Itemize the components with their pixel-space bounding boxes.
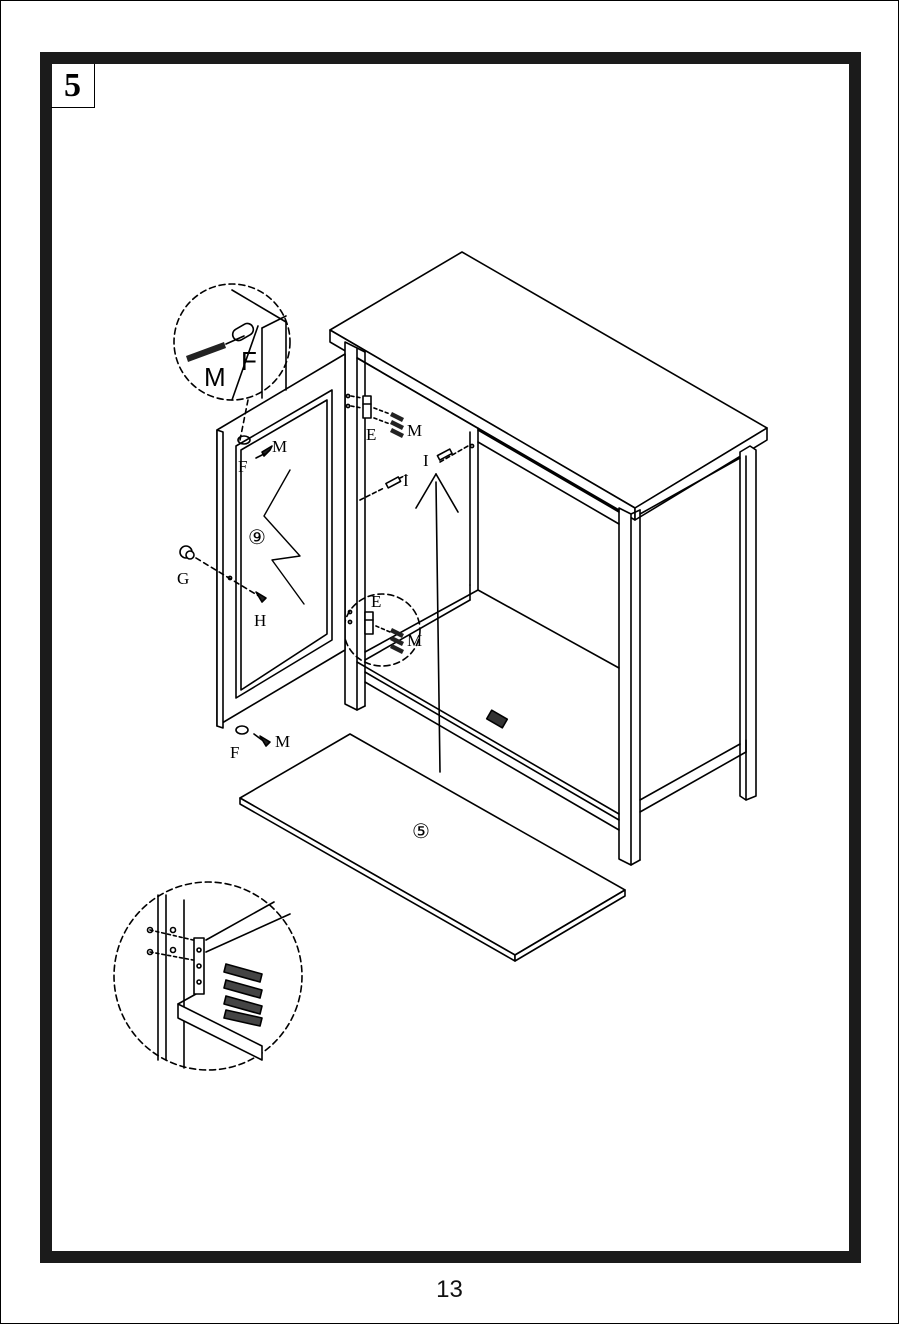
label-hinge-top: E [366, 425, 376, 444]
label-screw-detail: M [204, 362, 226, 392]
label-bracket-door-top: F [238, 457, 247, 476]
label-hinge-bottom: E [371, 592, 381, 611]
label-bracket-detail: F [241, 346, 257, 376]
label-knob-screw: H [254, 611, 266, 630]
label-knob: G [177, 569, 189, 588]
label-screw-door-bottom: M [275, 732, 290, 751]
label-dowel-right: I [423, 451, 429, 470]
label-screw-door-top: M [272, 437, 287, 456]
label-bracket-door-bottom: F [230, 743, 239, 762]
label-dowel-left: I [403, 471, 409, 490]
label-screw-hinge-bottom: M [407, 631, 422, 650]
detail-circle-bottom [114, 882, 302, 1070]
knob-icon [180, 546, 194, 559]
label-door-part: ⑨ [248, 527, 266, 549]
label-bottom-panel-part: ⑤ [412, 821, 430, 843]
door [180, 354, 345, 746]
page-number: 13 [0, 1276, 899, 1304]
bottom-panel [240, 734, 625, 961]
label-screw-hinge-top: M [407, 421, 422, 440]
